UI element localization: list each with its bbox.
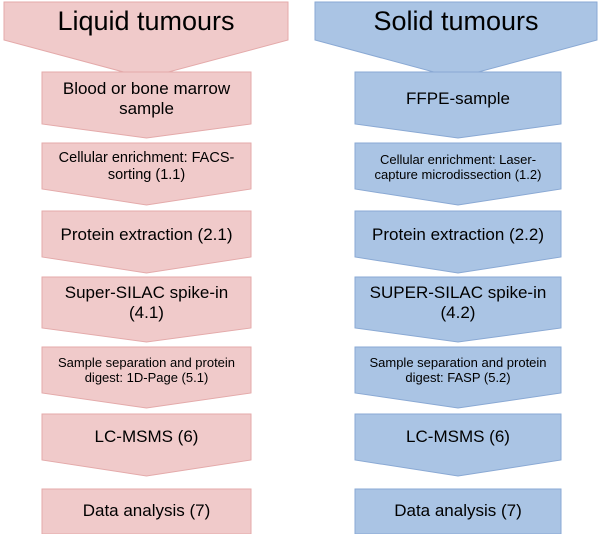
- solid-header-chevron: [314, 1, 598, 79]
- solid-title: Solid tumours: [373, 6, 539, 37]
- liquid-step-1-shape: [41, 71, 252, 139]
- liquid-step-4-shape: [41, 276, 252, 343]
- solid-step-2-shape: [354, 142, 562, 206]
- liquid-step-4-label: Super-SILAC spike-in (4.1): [64, 282, 229, 322]
- solid-step-3-shape: [354, 210, 562, 274]
- liquid-step-2-shape: [41, 142, 252, 206]
- liquid-step-2-label: Cellular enrichment: FACS-sorting (1.1): [58, 149, 235, 183]
- liquid-step-1-label: Blood or bone marrow sample: [62, 78, 231, 118]
- liquid-step-3-label: Protein extraction (2.1): [60, 224, 233, 244]
- liquid-step-5-label: Sample separation and protein digest: 1D…: [57, 354, 236, 385]
- liquid-step-7-shape: [41, 488, 252, 534]
- solid-step-5-label: Sample separation and protein digest: FA…: [369, 354, 547, 385]
- solid-step-6-shape: [354, 413, 562, 477]
- liquid-header-chevron: [3, 1, 289, 79]
- solid-step-7-shape: [354, 488, 562, 534]
- liquid-step-5-shape: [41, 346, 252, 409]
- solid-step-5-shape: [354, 346, 562, 409]
- solid-step-4-label: SUPER-SILAC spike-in (4.2): [369, 282, 547, 322]
- solid-step-1-label: FFPE-sample: [406, 88, 510, 108]
- solid-step-4-shape: [354, 276, 562, 343]
- solid-step-2-label: Cellular enrichment: Laser-capture micro…: [374, 151, 542, 182]
- solid-step-6-label: LC-MSMS (6): [406, 426, 510, 446]
- liquid-step-6-label: LC-MSMS (6): [94, 426, 199, 446]
- liquid-step-3-shape: [41, 210, 252, 274]
- liquid-title: Liquid tumours: [57, 6, 235, 37]
- solid-step-7-label: Data analysis (7): [394, 501, 522, 521]
- solid-step-1-shape: [354, 71, 562, 139]
- liquid-step-6-shape: [41, 413, 252, 477]
- liquid-step-7-label: Data analysis (7): [82, 501, 211, 521]
- solid-step-3-label: Protein extraction (2.2): [372, 224, 544, 244]
